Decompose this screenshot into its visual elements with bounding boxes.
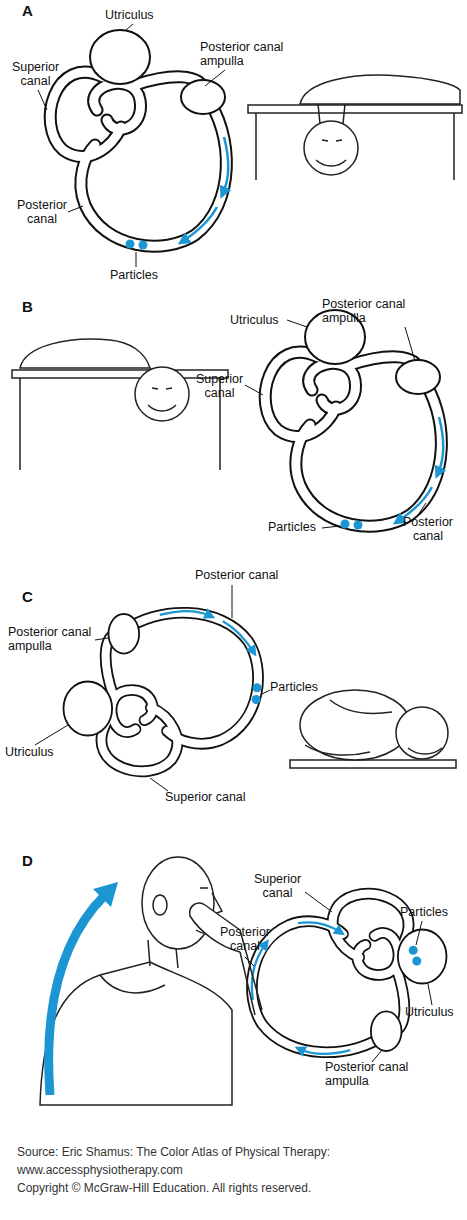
patient-d — [40, 857, 262, 1105]
patient-body — [20, 339, 150, 368]
table-legs — [256, 113, 454, 180]
source-note: Copyright © McGraw-Hill Education. All r… — [17, 1182, 311, 1196]
patient-face — [408, 748, 442, 754]
table — [290, 760, 456, 768]
part-label: Utriculus — [230, 313, 279, 327]
labyrinth-illustration — [50, 30, 226, 246]
patient-c — [290, 690, 456, 768]
labyrinth-c — [64, 611, 262, 771]
part-label: Posterior canal — [195, 568, 278, 582]
source-note: www.accessphysiotherapy.com — [17, 1164, 183, 1178]
particle — [354, 521, 363, 530]
patient-b — [12, 339, 228, 470]
part-label: Superior canal — [250, 872, 305, 901]
patient-shirt — [40, 962, 232, 1105]
leader-lines — [245, 320, 426, 528]
part-label: Particles — [268, 520, 316, 534]
part-label: Posterior canal ampulla — [8, 625, 100, 654]
panel-letter: A — [22, 2, 33, 19]
part-label: Particles — [110, 268, 158, 282]
flow-arrow — [223, 137, 228, 193]
movement-arrow — [49, 895, 105, 1095]
particle — [253, 683, 262, 692]
table — [12, 370, 228, 378]
flow-arrow — [298, 922, 340, 932]
particle — [409, 946, 418, 955]
patient-head — [135, 367, 189, 421]
part-label: Particles — [270, 680, 318, 694]
flow-arrow — [300, 1049, 350, 1054]
leader-lines — [35, 585, 270, 791]
patient-head — [304, 121, 358, 175]
patient-body — [300, 690, 410, 760]
table — [248, 105, 462, 113]
patient-limbs — [305, 700, 392, 755]
part-label: Posterior canal ampulla — [322, 297, 414, 326]
part-label: Superior canal — [165, 790, 246, 804]
labyrinth-illustration — [265, 310, 441, 526]
part-label: Particles — [400, 905, 448, 919]
part-label: Utriculus — [105, 8, 154, 22]
particle — [252, 695, 261, 704]
flow-arrow — [183, 207, 217, 241]
part-label: Posterior canal ampulla — [325, 1060, 417, 1089]
patient-a — [248, 75, 462, 180]
part-label: Utriculus — [5, 745, 54, 759]
part-label: Superior canal — [192, 372, 247, 401]
labyrinth-illustration — [64, 613, 259, 772]
patient-face — [148, 388, 176, 411]
flow-arrow — [438, 417, 443, 473]
particle — [341, 520, 350, 529]
part-label: Superior canal — [8, 60, 63, 89]
particle — [126, 240, 135, 249]
movement-arrow-head — [93, 882, 118, 907]
patient-ear — [153, 895, 167, 915]
part-label: Utriculus — [405, 1005, 454, 1019]
labyrinth-b — [265, 310, 443, 530]
particle — [412, 957, 421, 966]
flow-arrow — [160, 611, 210, 616]
flow-arrow — [223, 621, 254, 652]
part-label: Posterior canal — [12, 198, 72, 227]
part-label: Posterior canal — [398, 515, 458, 544]
part-label: Posterior canal ampulla — [200, 40, 292, 69]
part-label: Posterior canal — [215, 925, 275, 954]
panel-letter: B — [22, 298, 33, 315]
patient-body — [300, 75, 460, 104]
particle — [139, 241, 148, 250]
patient-head — [142, 857, 214, 949]
leader-lines — [38, 24, 225, 267]
panel-letter: C — [22, 588, 33, 605]
table-legs — [20, 378, 220, 470]
panel-letter: D — [22, 852, 33, 869]
patient-neck — [100, 940, 178, 993]
patient-face — [316, 140, 346, 166]
source-note: Source: Eric Shamus: The Color Atlas of … — [17, 1146, 330, 1160]
patient-head — [396, 707, 448, 759]
